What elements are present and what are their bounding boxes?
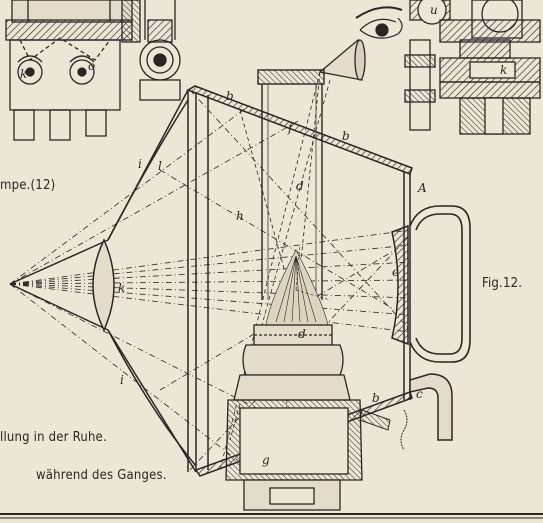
caption-lampe-ref: (12) [30,178,56,193]
rear-mirror [391,224,409,346]
label-u: u [430,3,438,17]
label-b-bottom: b [372,391,380,405]
label-o: o [88,59,95,73]
handle [409,205,471,363]
caption-ruhe: llung in der Ruhe. [0,430,107,445]
caption-lampe: mpe.(12) [0,178,55,193]
chimney [257,69,325,300]
caption-ganges: während des Ganges. [36,468,167,483]
label-l: l [158,159,162,173]
label-i-top: i [138,157,142,171]
label-g: g [262,453,270,467]
burner [225,324,363,511]
label-e: e [392,265,399,279]
flame [265,244,331,326]
caption-lampe-text: mpe. [0,178,31,193]
label-f: f [287,121,295,135]
outlet-pipe [409,373,453,441]
sight-cone [318,38,366,81]
spring-clip [359,409,408,451]
label-A: A [417,181,427,195]
label-k-lens: k [118,281,125,295]
label-d-bottom: d [298,327,306,341]
label-i-bottom: i [120,373,124,387]
label-b-top: b [226,89,234,103]
right-valve-fragment [404,0,541,135]
label-c: c [416,387,423,401]
label-k-left: k [20,67,27,81]
front-lens [92,238,115,332]
label-h: h [236,209,244,223]
eye-illustration [355,6,403,39]
label-d-top: d [296,179,304,193]
label-k-right: k [500,63,507,77]
caption-figure: Fig.12. [482,276,523,291]
label-b-right: b [342,129,350,143]
left-mechanism-fragment [5,0,181,141]
